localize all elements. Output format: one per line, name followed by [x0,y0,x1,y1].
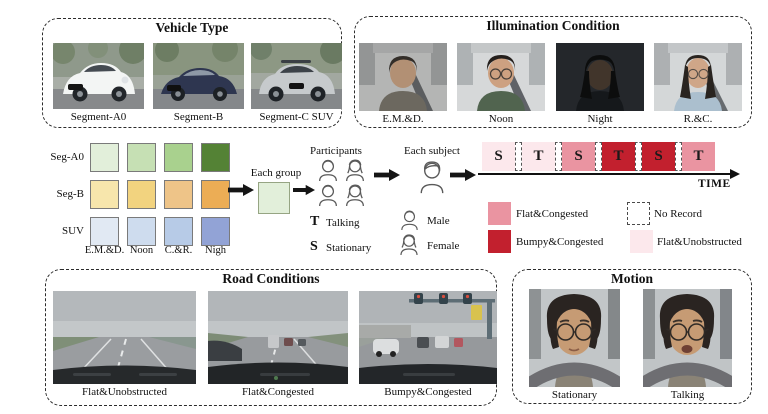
illumination-label-night: Night [587,113,613,125]
driver-noon-photo [457,43,545,111]
group-box [258,182,290,214]
person-male-icon [316,182,340,207]
each-subject-label: Each subject [404,145,460,157]
time-axis-label: TIME [698,178,731,190]
matrix-cell [164,217,193,246]
timeline-no-record-gap [555,142,562,171]
matrix-cell [164,180,193,209]
time-axis-arrowhead [730,169,740,179]
motion-label-stationary: Stationary [551,389,598,401]
matrix-row-label-segb: Seg-B [56,188,85,200]
stationary-key: S [310,239,318,254]
illumination-label-rc: R.&C. [683,113,713,125]
male-label: Male [427,215,450,227]
timeline-segment: T [602,142,635,171]
timeline-segment: S [562,142,595,171]
timeline-no-record-gap [595,142,602,171]
talking-key: T [310,214,320,229]
motion-title: Motion [611,271,653,286]
time-axis [478,173,730,175]
person-male-icon [316,157,340,182]
matrix-cell [90,180,119,209]
driver-emd-photo [359,43,447,111]
motion-label-talking: Talking [670,389,705,401]
timeline-no-record-gap [675,142,682,171]
timeline-segment: T [682,142,715,171]
segment-c-suv-label: Segment-C SUV [259,111,334,123]
flat-unobstructed-label: Flat&Unobstructed [657,236,742,248]
motion-panel: Motion [512,269,752,404]
timeline-segment: S [482,142,515,171]
road-flat-congested-photo [208,291,348,384]
timeline-segment: T [522,142,555,171]
vehicle-type-title: Vehicle Type [155,20,229,35]
participants-label: Participants [310,145,362,157]
timeline-segment: S [642,142,675,171]
matrix-cell [127,143,156,172]
matrix-cell [90,217,119,246]
matrix-cell [201,180,230,209]
timeline-no-record-gap [635,142,642,171]
segment-b-photo [153,43,244,109]
matrix-col-label-cr: C.&R. [164,245,193,256]
matrix-cell [201,143,230,172]
each-group-label: Each group [250,167,302,179]
arrow-right-icon [450,169,476,181]
stationary-label: Stationary [326,242,372,254]
illumination-label-noon: Noon [488,113,514,125]
segment-a0-photo [53,43,144,109]
talking-label: Talking [326,217,360,229]
bumpy-congested-label: Bumpy&Congested [516,236,604,248]
matrix-cell [90,143,119,172]
matrix-col-label-night: Nigh [205,245,226,256]
vehicle-type-panel: Vehicle Type [42,18,342,128]
segment-a0-label: Segment-A0 [70,111,127,123]
person-female-icon [343,182,367,207]
road-label-flat-unobstructed: Flat&Unobstructed [82,386,167,398]
road-flat-unobstructed-photo [53,291,196,384]
motion-stationary-photo [529,289,620,387]
arrow-right-icon [293,184,315,196]
female-icon [398,232,420,256]
bumpy-congested-swatch [488,230,511,253]
matrix-cell [201,217,230,246]
male-icon [399,208,420,231]
flat-congested-label: Flat&Congested [516,208,589,220]
person-female-icon [343,157,367,182]
road-label-bumpy-congested: Bumpy&Congested [384,386,472,398]
road-bumpy-congested-photo [359,291,497,384]
driver-rc-photo [654,43,742,111]
road-conditions-title: Road Conditions [222,271,320,286]
matrix-cell [164,143,193,172]
road-label-flat-congested: Flat&Congested [241,386,315,398]
segment-c-suv-photo [251,43,342,109]
illumination-title: Illumination Condition [486,18,620,33]
timeline-no-record-gap [515,142,522,171]
segment-b-label: Segment-B [173,111,224,123]
arrow-right-icon [228,184,254,196]
matrix-cell [127,217,156,246]
matrix-col-label-emd: E.M.&D. [84,245,125,256]
subject-person-icon [417,157,447,195]
driver-night-photo [556,43,644,111]
motion-talking-photo [643,289,732,387]
flat-unobstructed-swatch [630,230,653,253]
no-record-label: No Record [654,208,702,220]
matrix-row-label-sega0: Seg-A0 [50,151,84,163]
flat-congested-swatch [488,202,511,225]
arrow-right-icon [374,169,400,181]
matrix-col-label-noon: Noon [129,245,154,256]
no-record-swatch [627,202,650,225]
female-label: Female [427,240,460,252]
illumination-label-emd: E.M.&D. [382,113,424,125]
road-conditions-panel: Road Conditions [45,269,497,406]
illumination-panel: Illumination Condition [354,16,752,128]
matrix-cell [127,180,156,209]
matrix-row-label-suv: SUV [61,225,84,237]
